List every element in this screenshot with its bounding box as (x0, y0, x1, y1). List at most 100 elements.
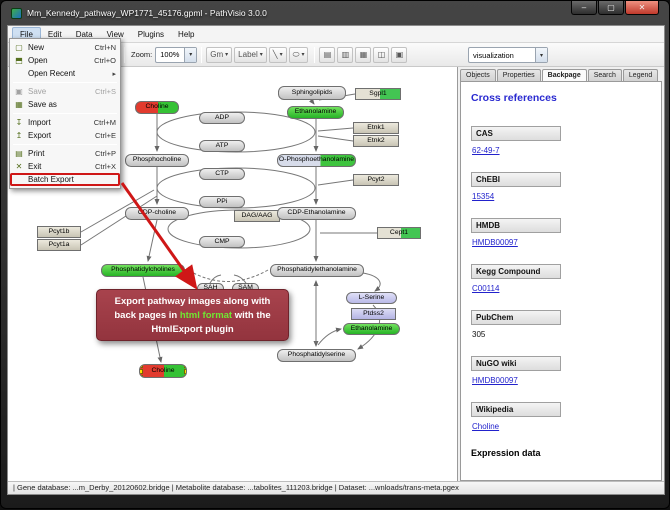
pathway-node-dag-aag[interactable]: DAG/AAG (234, 210, 280, 222)
pathway-node-pcyt2[interactable]: Pcyt2 (353, 174, 399, 186)
pathway-node-ptdss2[interactable]: Ptdss2 (351, 308, 396, 320)
status-bar: | Gene database: ...m_Derby_20120602.bri… (8, 481, 664, 494)
shape-tool[interactable]: ⬭▾ (288, 46, 309, 63)
pathway-node-etnk2[interactable]: Etnk2 (353, 135, 399, 147)
tab-objects[interactable]: Objects (460, 69, 496, 81)
pathway-node-label: Pcyt1b (48, 227, 70, 235)
stack-button[interactable]: ▦ (355, 46, 372, 63)
pathway-node-etnk1[interactable]: Etnk1 (353, 122, 399, 134)
pathway-node-ethanolamine[interactable]: Ethanolamine (343, 323, 400, 335)
pathway-node-ctp[interactable]: CTP (199, 168, 245, 180)
backpage-link[interactable]: C00114 (472, 284, 500, 293)
pathway-node-adp[interactable]: ADP (199, 112, 245, 124)
tab-legend[interactable]: Legend (622, 69, 659, 81)
menu-data[interactable]: Data (75, 29, 93, 39)
toolbar-separator (314, 46, 316, 63)
align-horizontal-button[interactable]: ▤ (319, 46, 336, 63)
file-menu-item-open-recent[interactable]: Open Recent▸ (10, 67, 120, 80)
pathway-node-phosphatidylcholines[interactable]: Phosphatidylcholines (101, 264, 185, 277)
pathway-node-choline[interactable]: Choline (135, 101, 179, 114)
title-bar[interactable]: Mm_Kennedy_pathway_WP1771_45176.gpml - P… (1, 1, 669, 25)
backpage-link[interactable]: Choline (472, 422, 500, 431)
chevron-down-icon[interactable]: ▾ (535, 48, 547, 62)
menu-separator (13, 113, 117, 114)
pathway-node-cept1[interactable]: Cept1 (377, 227, 421, 239)
pathway-node-ppi[interactable]: PPi (199, 196, 245, 208)
pathway-node-label: CTP (215, 169, 229, 177)
backpage-link[interactable]: HMDB00097 (472, 376, 518, 385)
pathway-node-cmp[interactable]: CMP (199, 236, 245, 248)
label-tool[interactable]: Label▾ (234, 46, 267, 63)
file-menu-item-label: Open (28, 56, 48, 65)
pathway-node-pcyt1a[interactable]: Pcyt1a (37, 239, 81, 251)
selection-handle[interactable] (184, 365, 186, 368)
pathway-node-cdp-choline[interactable]: CDP-choline (125, 207, 189, 220)
minimize-button[interactable]: – (571, 1, 597, 15)
tab-search[interactable]: Search (587, 69, 622, 81)
selection-handle[interactable] (184, 375, 186, 377)
chevron-down-icon: ▾ (279, 52, 283, 58)
backpage-link[interactable]: HMDB00097 (472, 238, 518, 247)
file-menu-item-shortcut: Ctrl+E (94, 131, 116, 140)
align-vertical-button[interactable]: ▥ (337, 46, 354, 63)
expression-data-heading: Expression data (471, 448, 541, 458)
file-menu-item-label: Batch Export (28, 175, 74, 184)
pathway-node-sgpl1[interactable]: Sgpl1 (355, 88, 401, 100)
selection-handle[interactable] (140, 375, 143, 377)
menu-plugins[interactable]: Plugins (137, 29, 165, 39)
pathway-node-atp[interactable]: ATP (199, 140, 245, 152)
datanode-tool[interactable]: Gm▾ (206, 46, 233, 63)
chevron-down-icon: ▾ (259, 52, 263, 58)
menu-edit[interactable]: Edit (47, 29, 62, 39)
pathway-node-phosphatidylethanolamine[interactable]: Phosphatidylethanolamine (270, 264, 364, 277)
new-icon: ▢ (15, 43, 23, 52)
menu-view[interactable]: View (106, 29, 124, 39)
tab-backpage[interactable]: Backpage (541, 69, 587, 81)
file-menu-item-label: Save (28, 87, 47, 96)
backpage-link[interactable]: 62-49-7 (472, 146, 500, 155)
pathway-node-label: Sgpl1 (369, 89, 387, 97)
window-controls: – ▢ ✕ (570, 1, 659, 15)
file-menu-item-batch-export[interactable]: Batch Export (10, 173, 120, 186)
layout-button[interactable]: ▣ (391, 46, 408, 63)
backpage-link[interactable]: 15354 (472, 192, 495, 201)
pathway-node-sphingolipids[interactable]: Sphingolipids (278, 86, 346, 100)
toolbar-separator (124, 46, 125, 63)
close-button[interactable]: ✕ (625, 1, 659, 15)
chevron-down-icon[interactable]: ▾ (184, 47, 197, 62)
zoom-combobox[interactable]: 100% ▾ (155, 46, 198, 63)
pathway-node-phosphatidylserine[interactable]: Phosphatidylserine (277, 349, 356, 362)
pathway-node-ethanolamine[interactable]: Ethanolamine (287, 106, 344, 119)
selection-handle[interactable] (184, 369, 186, 374)
pathway-node-label: CDP-choline (137, 209, 177, 217)
pathway-node-pcyt1b[interactable]: Pcyt1b (37, 226, 81, 238)
pathway-node-label: CMP (214, 237, 230, 245)
selection-handle[interactable] (140, 369, 143, 374)
pathway-node-cdp-ethanolamine[interactable]: CDP-Ethanolamine (277, 207, 356, 220)
tab-properties[interactable]: Properties (496, 69, 541, 81)
pathway-node-l-serine[interactable]: L-Serine (346, 292, 397, 304)
pathway-node-choline[interactable]: Choline (139, 364, 187, 378)
selection-handle[interactable] (140, 365, 143, 368)
line-tool[interactable]: ╲▾ (268, 46, 287, 63)
pathway-node-phosphocholine[interactable]: Phosphocholine (125, 154, 189, 167)
file-menu-item-save-as[interactable]: ▦Save as (10, 98, 120, 111)
pathway-node-label: Pcyt2 (367, 175, 385, 183)
group-button[interactable]: ◫ (373, 46, 390, 63)
pathway-node-label: SAH (203, 284, 218, 292)
menu-help[interactable]: Help (178, 29, 195, 39)
maximize-button[interactable]: ▢ (598, 1, 624, 15)
visualization-combobox[interactable]: visualization ▾ (468, 47, 548, 63)
pathway-node-o-phosphoethanolamine[interactable]: O-Phosphoethanolamine (277, 154, 356, 167)
app-icon (11, 7, 22, 19)
